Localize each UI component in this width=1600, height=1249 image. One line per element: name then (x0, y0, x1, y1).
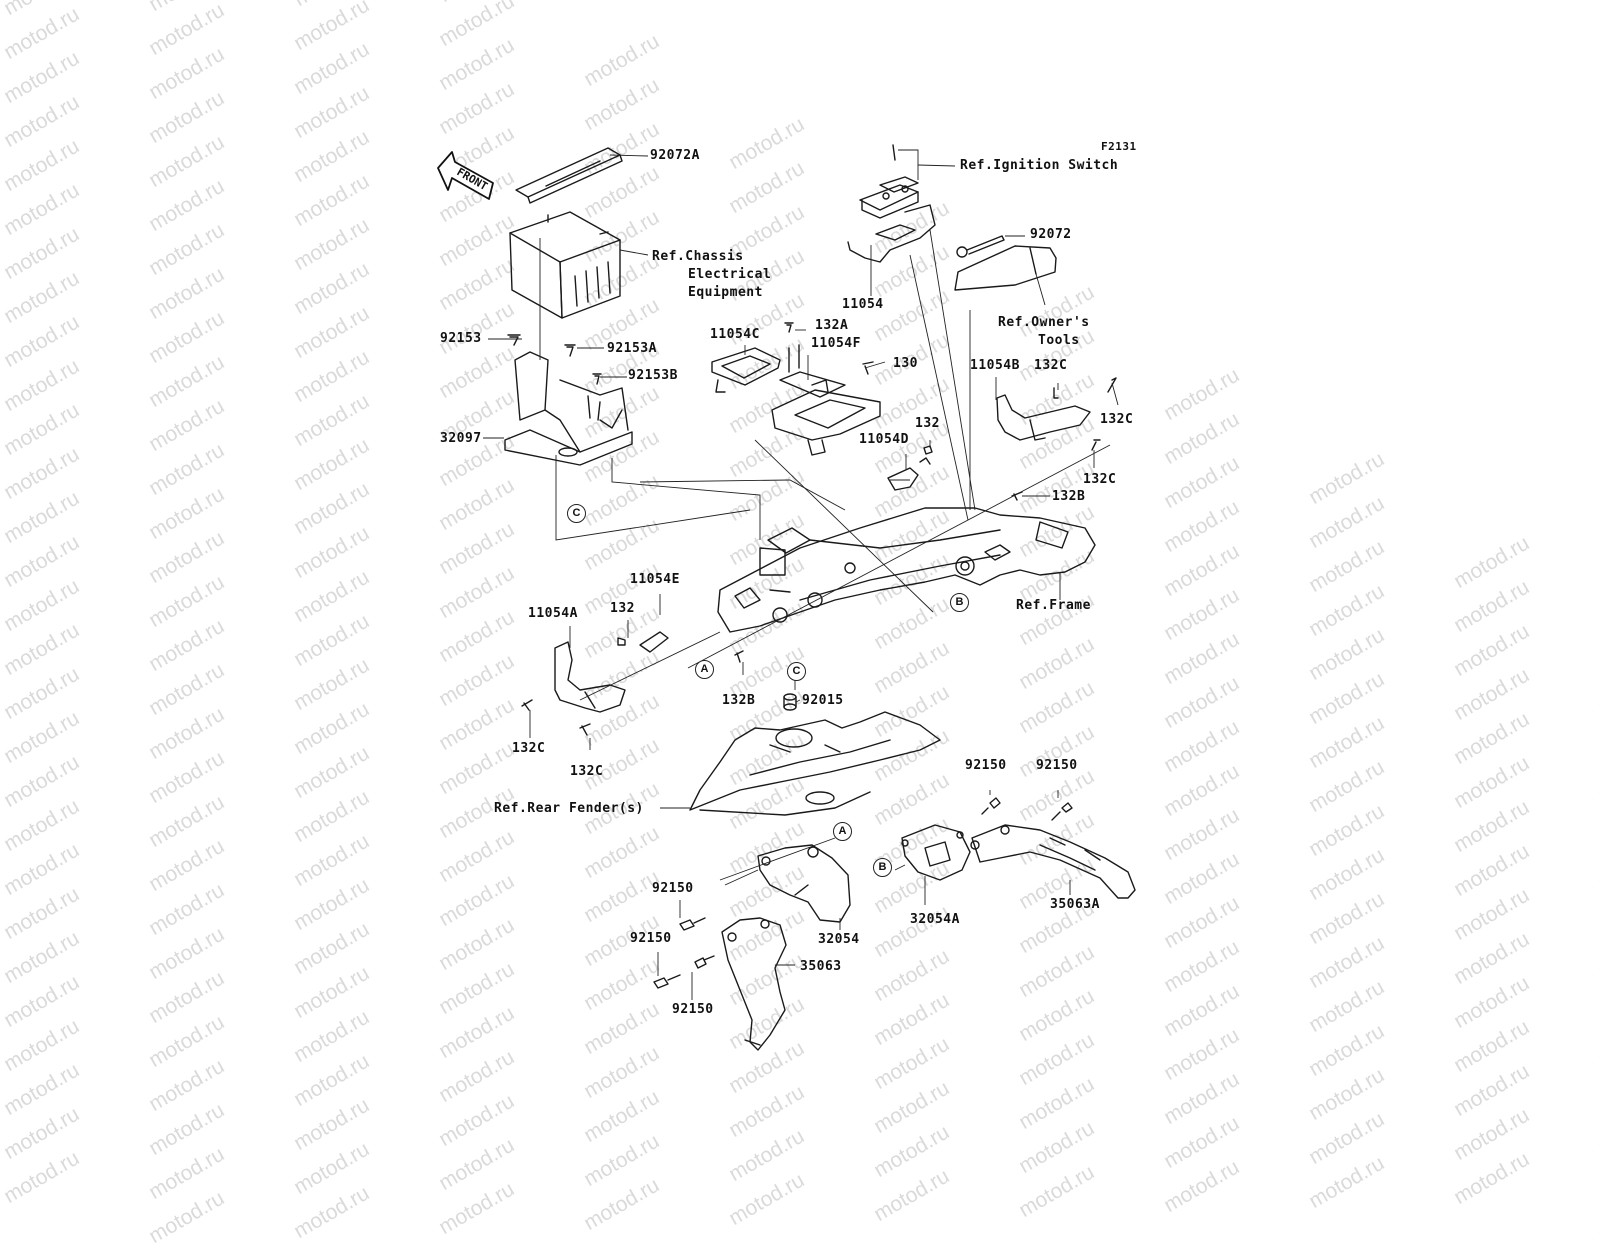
bracket-35063A (970, 824, 1136, 899)
label-130: 130 (893, 356, 918, 371)
ignition-mount (847, 144, 936, 263)
bolt-132C-right1 (1107, 377, 1117, 393)
screw-92153 (507, 334, 521, 346)
label-ref-chassis-3: Equipment (688, 285, 763, 300)
label-35063: 35063 (800, 959, 842, 974)
rear-fender (689, 711, 941, 816)
label-132B-mid: 132B (722, 693, 756, 708)
bolt-92150-c (679, 917, 706, 931)
label-132C-right1: 132C (1100, 412, 1134, 427)
label-32054: 32054 (818, 932, 860, 947)
marker-C-collar: C (787, 662, 806, 681)
bracket-32054A (901, 824, 971, 881)
label-92150-e: 92150 (672, 1002, 714, 1017)
label-132-left: 132 (610, 601, 635, 616)
bolt-92150-d (653, 974, 681, 989)
label-ref-chassis-1: Ref.Chassis (652, 249, 744, 264)
front-arrow-icon: FRONT (437, 151, 494, 200)
collar-92015 (783, 693, 797, 711)
bolt-132C-top (1053, 387, 1059, 399)
label-ref-owner-2: Tools (1038, 333, 1080, 348)
marker-B-frame: B (950, 593, 969, 612)
marker-B-bracket: B (873, 858, 892, 877)
label-32097: 32097 (440, 431, 482, 446)
bolt-92150-a (981, 797, 1001, 815)
label-92150-a: 92150 (965, 758, 1007, 773)
label-132C-top: 132C (1034, 358, 1068, 373)
label-11054: 11054 (842, 297, 884, 312)
label-92153: 92153 (440, 331, 482, 346)
bracket-35063 (721, 917, 787, 1051)
bracket-11054B (996, 394, 1091, 441)
bolt-130 (862, 361, 874, 375)
clip-11054D (887, 457, 931, 491)
label-92150-b: 92150 (1036, 758, 1078, 773)
bolt-92150-e (694, 955, 715, 969)
battery-strap (515, 147, 623, 204)
bolt-132C-left1 (521, 699, 533, 711)
label-132C-left2: 132C (570, 764, 604, 779)
label-92015: 92015 (802, 693, 844, 708)
label-92072: 92072 (1030, 227, 1072, 242)
bolt-132B-mid (734, 650, 744, 663)
battery (509, 211, 621, 319)
label-ref-rear-fender: Ref.Rear Fender(s) (494, 801, 644, 816)
label-132C-right2: 132C (1083, 472, 1117, 487)
label-92153A: 92153A (607, 341, 657, 356)
label-35063A: 35063A (1050, 897, 1100, 912)
frame (717, 507, 1096, 633)
bracket-11054A (554, 641, 626, 713)
marker-A-frame: A (695, 660, 714, 679)
label-132A: 132A (815, 318, 849, 333)
clip-11054E (639, 631, 669, 653)
label-11054A: 11054A (528, 606, 578, 621)
label-132C-left1: 132C (512, 741, 546, 756)
bracket-32054 (757, 844, 851, 923)
label-ref-owner-1: Ref.Owner's (998, 315, 1090, 330)
diagram-drawing: FRONT (437, 144, 1136, 1051)
bolt-92150-b (1051, 802, 1073, 821)
leader-lines (483, 149, 1119, 1000)
label-132-mid: 132 (915, 416, 940, 431)
bracket-11054F (771, 344, 881, 456)
bolt-132C-right2 (1091, 439, 1101, 451)
label-ref-ignition: Ref.Ignition Switch (960, 158, 1119, 173)
bracket-11054C (711, 347, 781, 393)
figure-code: F2131 (1101, 140, 1137, 153)
tool-band (956, 235, 1005, 258)
bolt-132A (784, 322, 794, 333)
label-11054B: 11054B (970, 358, 1020, 373)
label-92072A: 92072A (650, 148, 700, 163)
screw-92153A (564, 344, 576, 357)
label-11054F: 11054F (811, 336, 861, 351)
screw-92153B (592, 373, 602, 385)
bolt-132-mid (923, 445, 933, 455)
label-ref-chassis-2: Electrical (688, 267, 772, 282)
label-32054A: 32054A (910, 912, 960, 927)
marker-A-bracket: A (833, 822, 852, 841)
label-11054D: 11054D (859, 432, 909, 447)
label-92150-c: 92150 (652, 881, 694, 896)
label-ref-frame: Ref.Frame (1016, 598, 1091, 613)
label-92150-d: 92150 (630, 931, 672, 946)
label-11054E: 11054E (630, 572, 680, 587)
label-92153B: 92153B (628, 368, 678, 383)
label-132B-right: 132B (1052, 489, 1086, 504)
bolt-132-left (617, 637, 626, 646)
owners-tools (954, 245, 1057, 291)
battery-case (504, 351, 633, 466)
label-11054C: 11054C (710, 327, 760, 342)
marker-C-top: C (567, 504, 586, 523)
bolt-132C-left2 (579, 723, 591, 736)
